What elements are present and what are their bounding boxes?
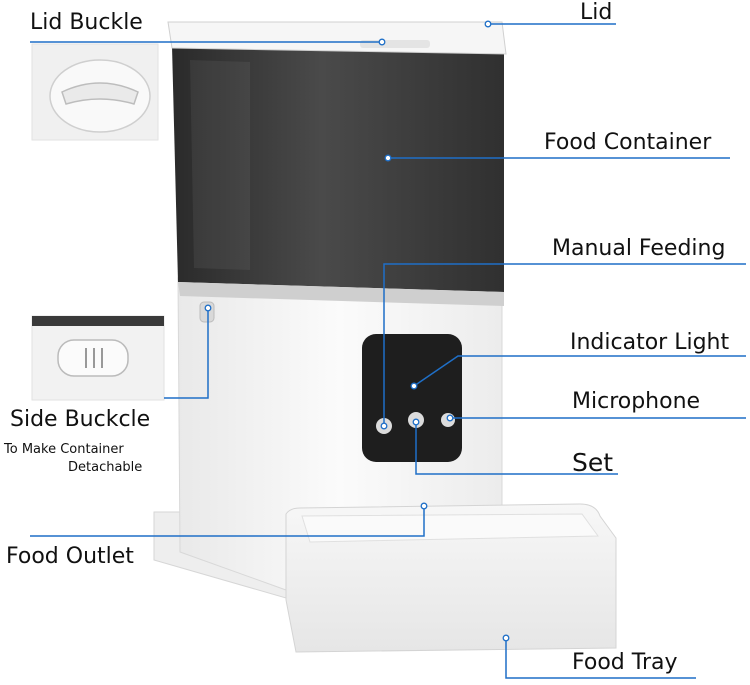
label-lid: Lid [580,0,613,25]
label-manual-feeding: Manual Feeding [552,236,726,261]
label-lid-buckle: Lid Buckle [30,10,143,35]
lid-buckle-inset [31,43,159,141]
food-container-shape [172,46,504,292]
label-food-outlet: Food Outlet [6,544,134,569]
label-food-container: Food Container [544,130,712,155]
label-microphone: Microphone [572,389,701,414]
label-side-buckle-note-1: To Make Container [4,442,124,457]
label-food-tray: Food Tray [572,650,678,675]
side-buckle-inset [31,315,165,401]
control-panel [362,334,462,462]
label-indicator-light: Indicator Light [570,330,730,355]
label-side-buckle-note-2: Detachable [68,460,143,475]
leader-lines [30,23,746,679]
lid-shape [167,21,507,55]
label-set: Set [572,448,614,477]
label-side-buckle: Side Buckcle [10,407,151,432]
